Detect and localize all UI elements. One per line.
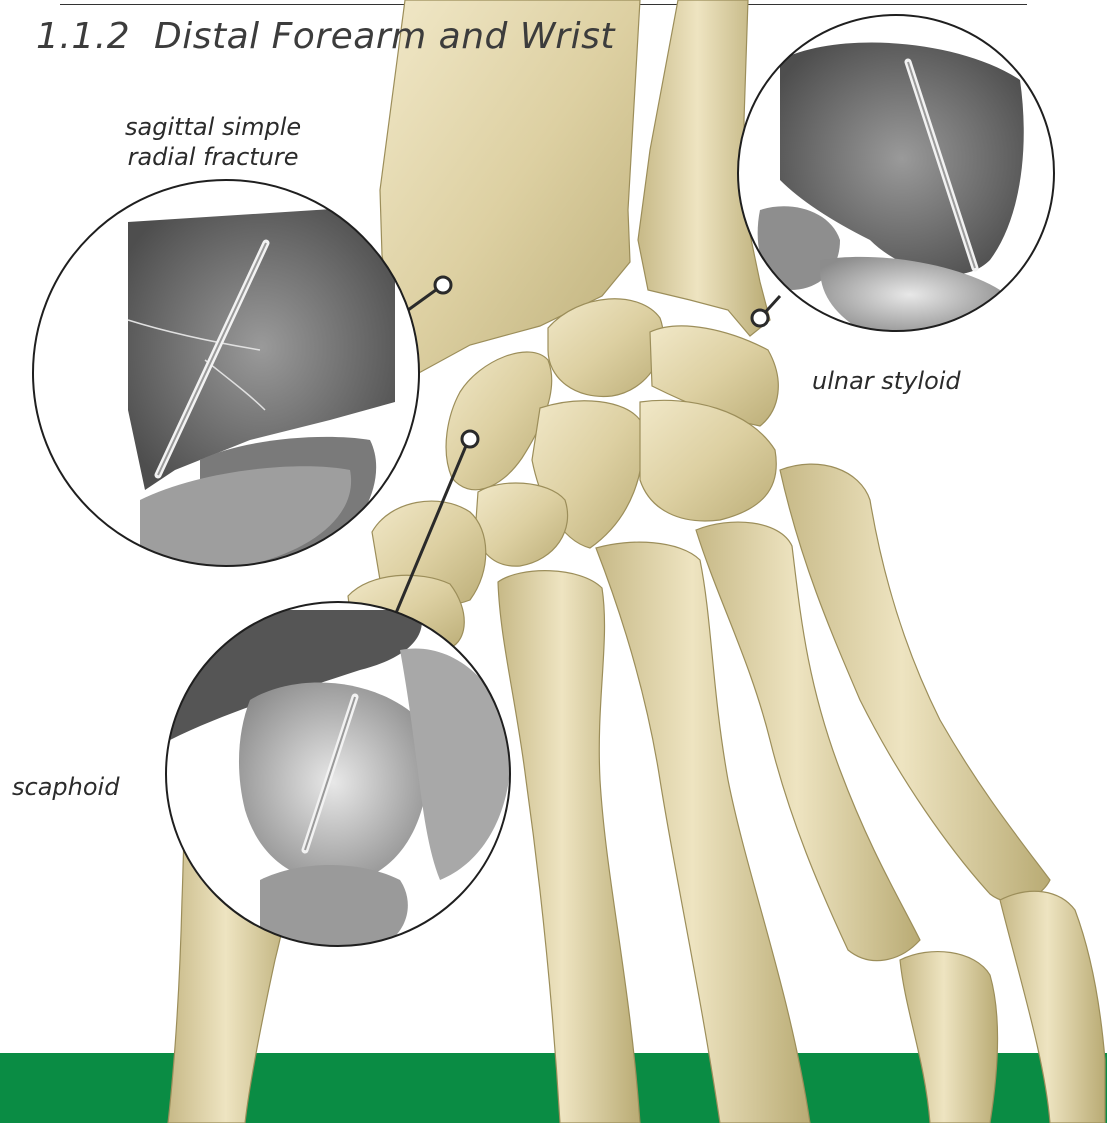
lunate-bone [548,299,663,397]
ulnar-styloid-xray [730,10,1070,340]
radial-fracture-xray [30,170,430,570]
ulnar-styloid-label: ulnar styloid [812,366,961,396]
section-title: Distal Forearm and Wrist [154,16,615,57]
section-number: 1.1.2 [36,16,130,57]
radial-fracture-label-line2: radial fracture [125,142,301,172]
scaphoid-label: scaphoid [12,772,119,802]
radial-fracture-label-line1: sagittal simple [125,112,301,142]
section-heading: 1.1.2 Distal Forearm and Wrist [36,16,615,57]
metacarpal-index [498,571,640,1123]
trapezoid-bone [476,483,568,566]
radial-fracture-label: sagittal simple radial fracture [125,112,301,172]
